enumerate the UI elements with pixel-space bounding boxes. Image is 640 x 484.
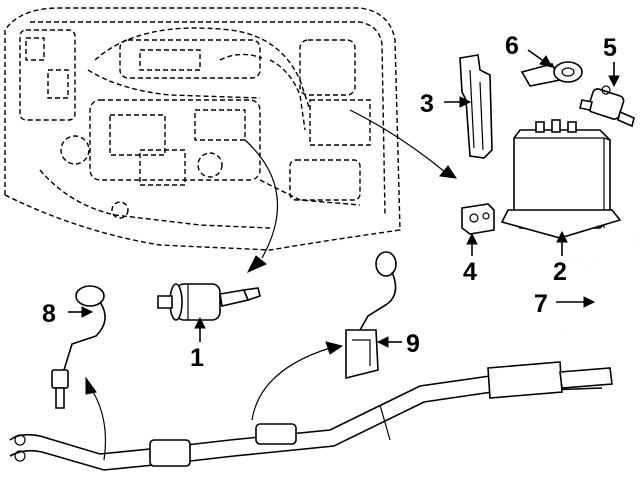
callout-2: 2 [553, 258, 567, 286]
engine-bay-illustration [4, 7, 401, 251]
callout-3: 3 [420, 90, 434, 118]
part-1-sensor [157, 283, 261, 321]
part-5-purge-valve [579, 85, 635, 128]
arrowhead-icon [325, 341, 344, 355]
part-9-oxygen-sensor [345, 251, 397, 380]
callout-1: 1 [190, 344, 204, 372]
leader-engine-to-canister [349, 109, 446, 173]
part-3-bracket [459, 54, 493, 159]
part-7-hose [565, 238, 635, 332]
leader-part-9-to-exhaust [251, 347, 331, 421]
callout-leaders [68, 49, 620, 348]
callout-5: 5 [603, 34, 617, 62]
part-8-oxygen-sensor [51, 285, 106, 409]
arrowhead-icon [246, 255, 267, 274]
callout-4: 4 [463, 258, 477, 286]
arrowhead-icon [85, 376, 97, 395]
callout-9: 9 [406, 330, 420, 358]
part-6-connector [520, 61, 583, 87]
callout-8: 8 [42, 300, 56, 328]
leader-part-8-to-exhaust [91, 389, 107, 461]
part-2-vapor-canister [500, 119, 622, 239]
part-4-clip [461, 203, 495, 235]
callout-7: 7 [534, 290, 548, 318]
arrowhead-icon [439, 165, 458, 179]
callout-6: 6 [505, 32, 519, 60]
leader-engine-to-part-1 [244, 139, 279, 259]
exhaust-system [9, 361, 613, 471]
